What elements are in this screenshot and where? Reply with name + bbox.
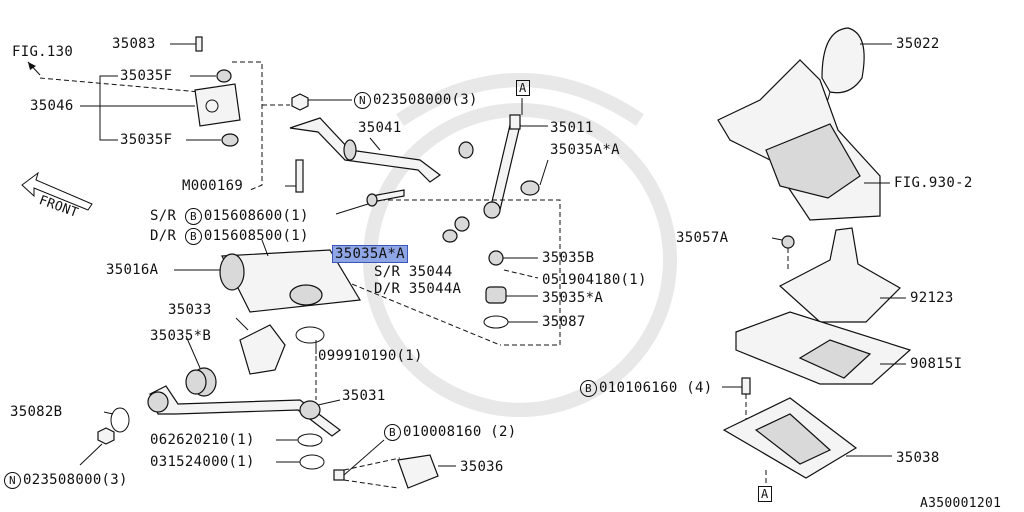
label-35041[interactable]: 35041 — [358, 120, 402, 136]
boot-92123 — [778, 227, 901, 323]
label-35083[interactable]: 35083 — [112, 36, 156, 52]
label-35087[interactable]: 35087 — [542, 314, 586, 330]
label-35035A-A-top[interactable]: 35035A*A — [550, 142, 620, 158]
dr-prefix: D/R — [150, 228, 177, 244]
b-symbol-icon: B — [580, 380, 597, 397]
label-92123[interactable]: 92123 — [910, 290, 954, 306]
label-35016A[interactable]: 35016A — [106, 262, 159, 278]
yoke-35033 — [239, 324, 286, 375]
fig130-arrowhead — [28, 62, 36, 70]
bushing-rod-right — [458, 141, 474, 159]
fig130-dash — [39, 77, 201, 93]
gasket-099910190 — [295, 326, 325, 344]
label-35036[interactable]: 35036 — [460, 459, 504, 475]
label-sr-35044[interactable]: S/R 35044 — [374, 264, 453, 280]
box-a-top[interactable]: A — [516, 80, 530, 96]
housing-35016A — [221, 249, 361, 313]
label-90815I[interactable]: 90815I — [910, 356, 963, 372]
label-35057A[interactable]: 35057A — [676, 230, 729, 246]
nut-top-number: 023508000(3) — [373, 92, 478, 108]
bolt-M000169 — [295, 159, 304, 193]
label-35011[interactable]: 35011 — [550, 120, 594, 136]
ball-35035B — [488, 250, 504, 266]
sr-bolt-number: 015608600(1) — [203, 208, 309, 224]
sr-prefix: S/R — [150, 208, 177, 224]
label-35035-B[interactable]: 35035*B — [150, 328, 212, 344]
bushing-35035A-A-hl — [454, 216, 470, 232]
bushing-35035-A — [485, 286, 507, 304]
diagram-id: A350001201 — [920, 496, 1002, 511]
label-099910190[interactable]: 099910190(1) — [318, 348, 423, 364]
bolt-010008160-number: 010008160 (2) — [403, 424, 517, 440]
front-arrow-icon — [21, 171, 93, 211]
nut-top — [291, 93, 309, 111]
b-symbol-icon: B — [384, 424, 401, 441]
b-symbol-icon: B — [184, 228, 202, 245]
screw-010106160 — [741, 377, 751, 395]
label-35082B[interactable]: 35082B — [10, 404, 63, 420]
rod-35031 — [149, 385, 341, 437]
label-35031[interactable]: 35031 — [342, 388, 386, 404]
label-35038[interactable]: 35038 — [896, 450, 940, 466]
label-M000169[interactable]: M000169 — [182, 178, 244, 194]
n-symbol-icon: N — [354, 92, 371, 109]
nut-bottom-number: 023508000(3) — [23, 472, 128, 488]
label-35035A-A-highlighted[interactable]: 35035A*A — [332, 245, 408, 263]
label-35035F-top[interactable]: 35035F — [120, 68, 173, 84]
knob-35022 — [821, 27, 865, 94]
ring-35087 — [483, 315, 509, 329]
n-symbol-icon: N — [4, 472, 21, 489]
label-062620210[interactable]: 062620210(1) — [150, 432, 255, 448]
screw-010106160-number: 010106160 (4) — [599, 380, 713, 396]
b-symbol-icon: B — [184, 208, 202, 225]
label-35035B[interactable]: 35035B — [542, 250, 595, 266]
dr-bolt-number: 015608500(1) — [203, 228, 309, 244]
pin-35083 — [195, 36, 203, 52]
washer-062620210 — [297, 433, 323, 447]
nut-bottom — [97, 427, 115, 445]
bracket-35036 — [397, 454, 439, 489]
ref-fig930[interactable]: FIG.930-2 — [894, 175, 973, 191]
rod-35041 — [289, 117, 442, 183]
bushing-35035F-top — [216, 69, 232, 83]
ref-fig130[interactable]: FIG.130 — [12, 44, 74, 60]
clip-35057A — [781, 235, 795, 249]
bolt-010008160 — [333, 469, 345, 481]
bushing-35035F-bot — [221, 133, 239, 147]
label-dr-35044A[interactable]: D/R 35044A — [374, 281, 462, 297]
label-35046[interactable]: 35046 — [30, 98, 74, 114]
label-35022[interactable]: 35022 — [896, 36, 940, 52]
label-051904180[interactable]: 051904180(1) — [542, 272, 647, 288]
box-a-bottom[interactable]: A — [758, 486, 772, 502]
washer-35082B — [110, 407, 130, 433]
lever-35011 — [489, 124, 521, 211]
clip-031524000 — [299, 454, 325, 470]
bushing-35035A-A — [520, 180, 540, 196]
label-35033[interactable]: 35033 — [168, 302, 212, 318]
label-35035-A[interactable]: 35035*A — [542, 290, 604, 306]
label-031524000[interactable]: 031524000(1) — [150, 454, 255, 470]
label-35035F-bot[interactable]: 35035F — [120, 132, 173, 148]
